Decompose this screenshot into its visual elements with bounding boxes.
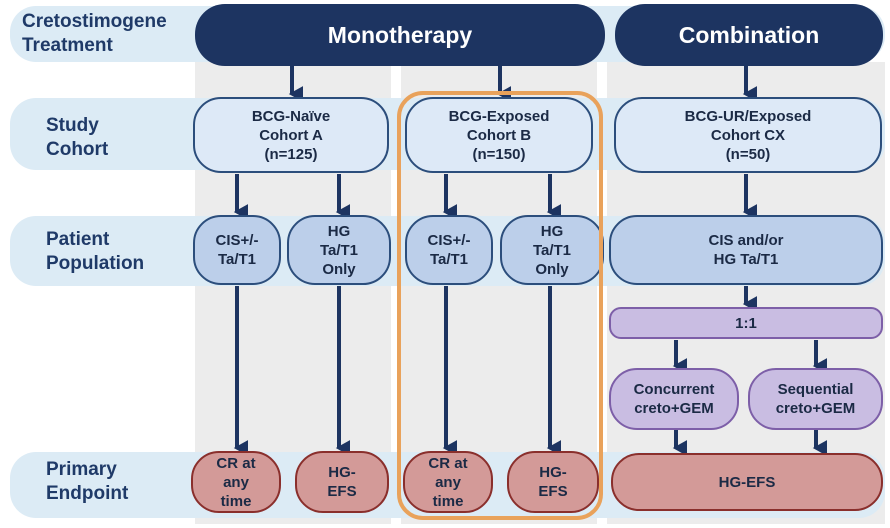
population-b-cis-node: CIS+/-Ta/T1 — [405, 215, 493, 285]
endpoint-cx-node: HG-EFS — [611, 453, 883, 511]
endpoint-a-efs-node: HG-EFS — [295, 451, 389, 513]
population-a-cis-node: CIS+/-Ta/T1 — [193, 215, 281, 285]
randomization-ratio-node: 1:1 — [609, 307, 883, 339]
cohort-b-highlight-box — [397, 91, 603, 520]
monotherapy-header: Monotherapy — [195, 4, 605, 66]
combination-header: Combination — [615, 4, 883, 66]
